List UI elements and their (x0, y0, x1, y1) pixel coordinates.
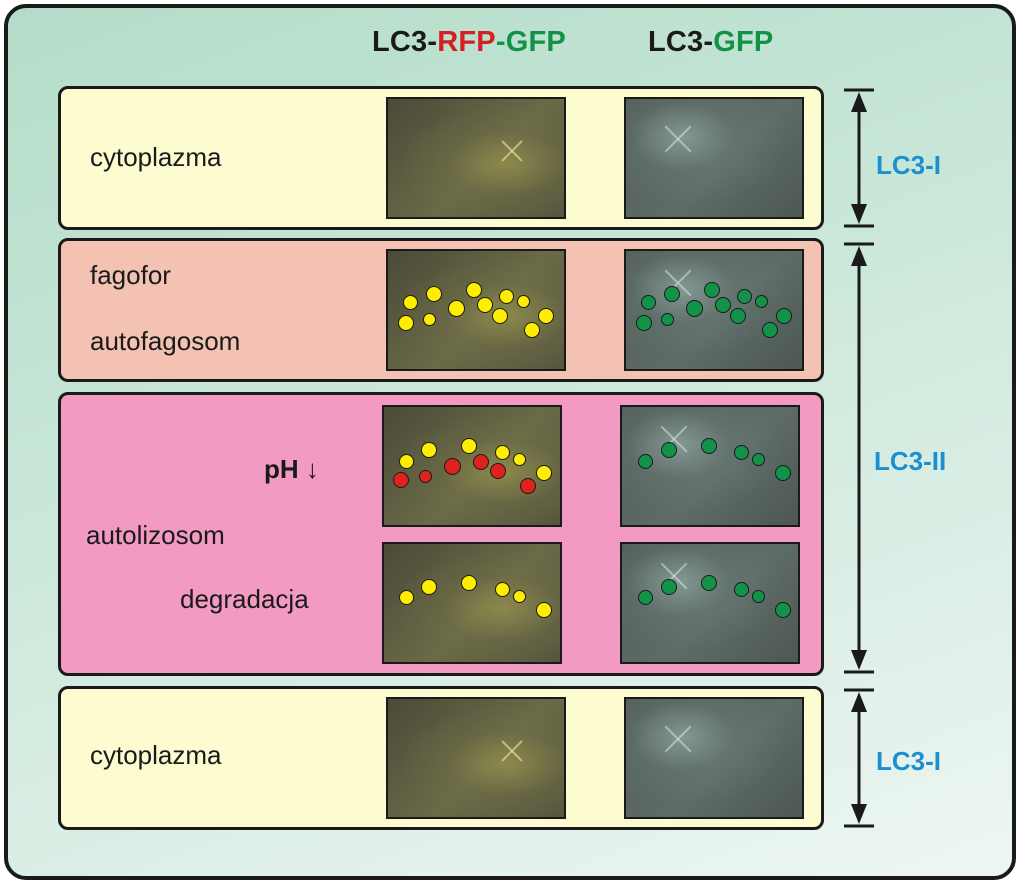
row3a-rfp-puncta (421, 442, 437, 458)
row2-rfp-puncta (524, 322, 540, 338)
arrow-lc3-i-top-head-up (851, 92, 867, 112)
arrow-lc3-ii-head-down (851, 650, 867, 670)
header-gfp-part2: GFP (713, 26, 774, 58)
row3a-rfp-puncta (399, 454, 414, 469)
row2-rfp-puncta (403, 295, 418, 310)
header-lc3-rfp-gfp: LC3-RFP-GFP (372, 26, 566, 59)
row2-rfp-puncta (426, 286, 442, 302)
row3b-gfp-puncta (701, 575, 717, 591)
row3a-gfp-image (620, 405, 800, 527)
row3b-rfp-puncta (513, 590, 526, 603)
row4-gfp-image (624, 697, 804, 819)
row2-rfp-puncta (398, 315, 414, 331)
row3b-gfp-image (620, 542, 800, 664)
side-label-lc3-i-bottom: LC3-I (876, 746, 941, 776)
row2-gfp-puncta (686, 300, 703, 317)
row3b-rfp-puncta (421, 579, 437, 595)
row2-rfp-image (386, 249, 566, 371)
row2-gfp-puncta (704, 282, 720, 298)
row3a-rfp-puncta-acidic (473, 454, 489, 470)
row2-rfp-puncta (538, 308, 554, 324)
row2-label-phagophore: fagofor (90, 260, 171, 290)
row3a-gfp-puncta (775, 465, 791, 481)
header-rfp-part3: -GFP (495, 26, 566, 58)
row3b-gfp-puncta (638, 590, 653, 605)
header-lc3-gfp: LC3-GFP (648, 26, 773, 59)
row3b-rfp-image (382, 542, 562, 664)
row2-rfp-puncta (466, 282, 482, 298)
row2-gfp-puncta (737, 289, 752, 304)
row3a-gfp-puncta (734, 445, 749, 460)
row3a-gfp-puncta (638, 454, 653, 469)
arrow-lc3-i-top-head-down (851, 204, 867, 224)
row2-rfp-puncta (492, 308, 508, 324)
row3a-rfp-puncta (513, 453, 526, 466)
row3a-rfp-image (382, 405, 562, 527)
row2-label-autophagosome: autofagosom (90, 326, 241, 356)
row3a-rfp-puncta-acidic (393, 472, 409, 488)
row3a-gfp-puncta (661, 442, 677, 458)
row3b-gfp-puncta (734, 582, 749, 597)
row3a-rfp-puncta-acidic (419, 470, 432, 483)
arrow-lc3-ii-head-up (851, 246, 867, 266)
row2-rfp-puncta (448, 300, 465, 317)
row1-label: cytoplazma (90, 142, 222, 172)
row2-gfp-puncta (641, 295, 656, 310)
header-rfp-part2: RFP (437, 26, 496, 58)
row3b-gfp-puncta (752, 590, 765, 603)
row2-gfp-puncta (776, 308, 792, 324)
row3a-gfp-puncta (752, 453, 765, 466)
row2-gfp-image (624, 249, 804, 371)
arrow-lc3-i-bottom-head-down (851, 804, 867, 824)
row2-gfp-puncta (755, 295, 768, 308)
row3a-gfp-puncta (701, 438, 717, 454)
row2-rfp-puncta (499, 289, 514, 304)
row4-label: cytoplazma (90, 740, 222, 770)
row3b-gfp-puncta (775, 602, 791, 618)
row3b-rfp-puncta (461, 575, 477, 591)
row2-rfp-puncta (477, 297, 493, 313)
row3b-rfp-puncta (399, 590, 414, 605)
arrow-lc3-i-bottom-head-up (851, 692, 867, 712)
row3a-rfp-puncta (461, 438, 477, 454)
row2-gfp-puncta (715, 297, 731, 313)
side-label-lc3-ii: LC3-II (874, 446, 947, 476)
row2-gfp-puncta (636, 315, 652, 331)
row3b-rfp-puncta (536, 602, 552, 618)
row2-rfp-puncta (423, 313, 436, 326)
row2-gfp-puncta (661, 313, 674, 326)
row2-gfp-puncta (664, 286, 680, 302)
side-label-lc3-i-top: LC3-I (876, 150, 941, 180)
row3b-gfp-puncta (661, 579, 677, 595)
row3a-rfp-puncta-acidic (444, 458, 461, 475)
row1-rfp-image (386, 97, 566, 219)
row3-label-ph-drop: pH ↓ (264, 454, 319, 484)
row2-gfp-puncta (730, 308, 746, 324)
row3a-rfp-puncta-acidic (520, 478, 536, 494)
row3a-rfp-puncta-acidic (490, 463, 506, 479)
row1-gfp-image (624, 97, 804, 219)
row2-gfp-puncta (762, 322, 778, 338)
row3a-rfp-puncta (536, 465, 552, 481)
header-rfp-part1: LC3- (372, 26, 438, 58)
header-gfp-part1: LC3- (648, 26, 714, 58)
row2-rfp-puncta (517, 295, 530, 308)
row3b-rfp-puncta (495, 582, 510, 597)
row3a-rfp-puncta (495, 445, 510, 460)
row3-label-autolysosome: autolizosom (86, 520, 225, 550)
row3-label-degradation: degradacja (180, 584, 309, 614)
row4-rfp-image (386, 697, 566, 819)
